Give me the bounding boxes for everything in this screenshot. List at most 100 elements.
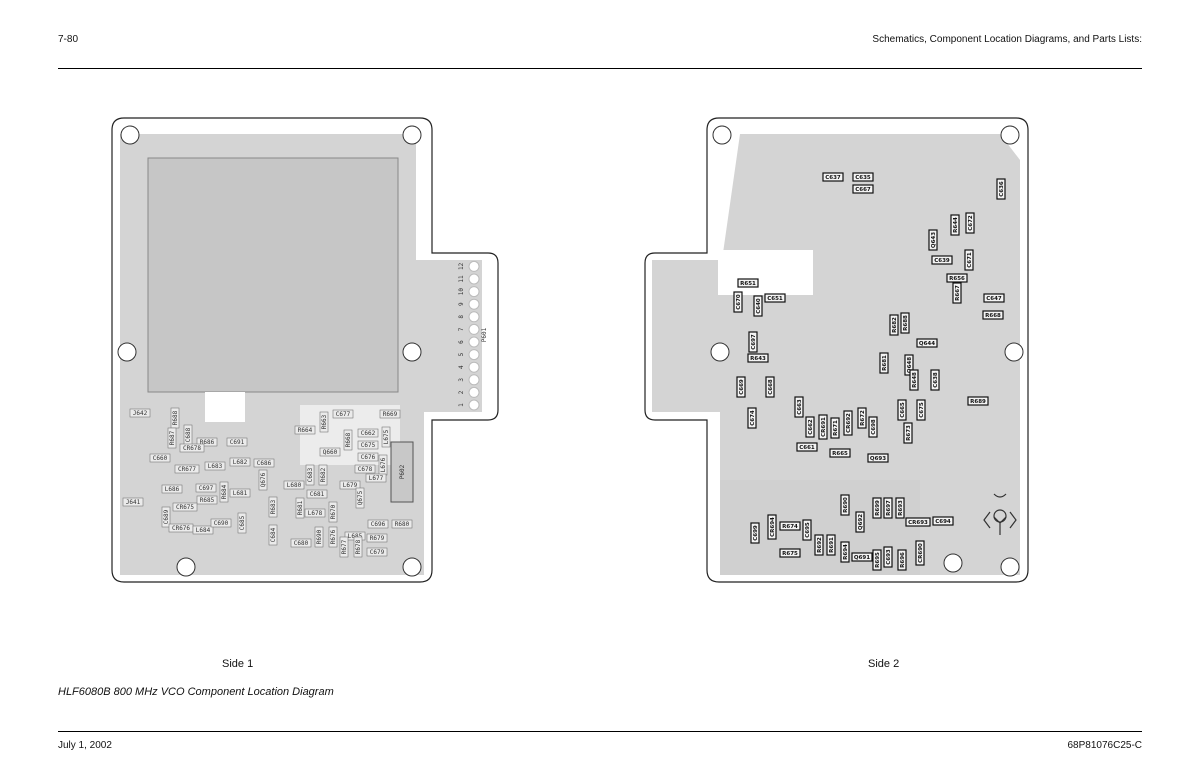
component-l678: L678 (304, 508, 326, 518)
component-c681: C681 (306, 489, 328, 499)
component-cr675: CR675 (172, 502, 198, 512)
component-label: R671 (833, 420, 839, 436)
component-c669: C669 (736, 376, 746, 398)
shield-can (147, 157, 399, 393)
component-label: C698 (871, 419, 877, 435)
component-label: C671 (967, 252, 973, 268)
component-label: L683 (208, 463, 223, 470)
component-label: L676 (380, 457, 387, 472)
component-c670: C670 (733, 291, 743, 313)
component-label: R672 (860, 410, 866, 426)
component-c693: C693 (883, 546, 893, 568)
component-r685: R685 (196, 495, 218, 505)
component-label: R669 (383, 411, 398, 418)
component-l681: L681 (229, 488, 251, 498)
component-r669: R669 (379, 409, 401, 419)
pin-number: 12 (458, 262, 465, 270)
mounting-hole (402, 125, 422, 145)
component-cr691: CR691 (818, 414, 828, 440)
component-label: C680 (294, 540, 309, 547)
component-r688: R688 (170, 407, 180, 429)
component-c690: C690 (210, 518, 232, 528)
component-r688: R688 (900, 312, 910, 334)
mounting-hole (712, 125, 732, 145)
component-label: R665 (832, 451, 848, 457)
component-label: R663 (321, 414, 328, 429)
component-r668: R668 (343, 429, 353, 451)
component-r678: R678 (353, 536, 363, 558)
component-label: R688 (172, 410, 179, 425)
component-label: C683 (307, 467, 314, 482)
component-label: R688 (903, 315, 909, 331)
component-label: C681 (310, 491, 325, 498)
component-label: CR694 (770, 517, 776, 537)
component-r686: R686 (196, 437, 218, 447)
component-c662: C662 (357, 428, 379, 438)
component-cr676: CR676 (168, 523, 194, 533)
component-label: C689 (163, 509, 170, 524)
component-r683: R683 (268, 496, 278, 518)
component-r692: R692 (814, 534, 824, 556)
mounting-hole (710, 342, 730, 362)
component-q693: Q693 (867, 453, 889, 463)
component-r674: R674 (779, 521, 801, 531)
component-c665: C665 (897, 399, 907, 421)
component-r651: R651 (737, 278, 759, 288)
component-label: C651 (767, 296, 783, 302)
component-r696: R696 (897, 549, 907, 571)
component-c638: C638 (930, 369, 940, 391)
component-c697: C697 (748, 331, 758, 353)
component-label: C665 (900, 402, 906, 418)
connector-pin (468, 273, 480, 285)
component-label: R687 (169, 430, 176, 445)
component-r663: R663 (319, 411, 329, 433)
mounting-hole (943, 553, 963, 573)
component-c674: C674 (747, 407, 757, 429)
component-r699: R699 (872, 497, 882, 519)
component-r664: R664 (294, 425, 316, 435)
component-c686: C686 (253, 458, 275, 468)
component-label: R685 (200, 497, 215, 504)
connector-pin (468, 349, 480, 361)
component-label: C695 (805, 522, 811, 538)
component-label: R670 (330, 504, 337, 519)
mounting-hole (176, 557, 196, 577)
component-r690: R690 (314, 526, 324, 548)
component-label: C694 (935, 519, 951, 525)
component-c685: C685 (237, 512, 247, 534)
footer-date: July 1, 2002 (58, 740, 112, 751)
connector-pin (468, 286, 480, 298)
component-r695: R695 (872, 549, 882, 571)
component-label: C639 (934, 258, 950, 264)
component-label: R691 (829, 537, 835, 553)
pin-number: 8 (458, 315, 465, 319)
component-label: R682 (892, 317, 898, 333)
component-label: C638 (933, 372, 939, 388)
component-label: R674 (782, 524, 798, 530)
component-label: R699 (875, 500, 881, 516)
component-cr677: CR677 (174, 464, 200, 474)
component-l676: L676 (378, 454, 388, 476)
component-r691: R691 (826, 534, 836, 556)
component-label: C697 (199, 485, 214, 492)
component-label: C672 (968, 215, 974, 231)
connector-pin (468, 361, 480, 373)
component-c695: C695 (802, 519, 812, 541)
component-r687: R687 (167, 427, 177, 449)
component-j642: J642 (129, 408, 151, 418)
component-label: C660 (153, 455, 168, 462)
component-label: Q660 (323, 449, 338, 456)
component-l680: L680 (283, 480, 305, 490)
component-label: R690 (843, 497, 849, 513)
component-label: L679 (343, 482, 358, 489)
component-c675: C675 (357, 440, 379, 450)
component-r672: R672 (857, 407, 867, 429)
component-r643: R643 (747, 353, 769, 363)
component-label: R689 (970, 399, 986, 405)
component-label: C635 (855, 175, 871, 181)
connector-pin (468, 260, 480, 272)
component-label: C637 (825, 175, 841, 181)
component-label: L684 (196, 527, 211, 534)
component-r697: R697 (883, 497, 893, 519)
